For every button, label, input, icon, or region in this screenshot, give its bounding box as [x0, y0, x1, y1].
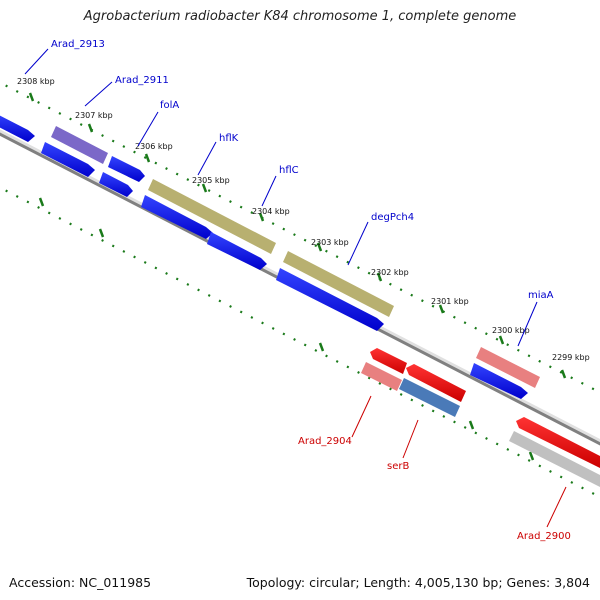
label-leaders — [24, 48, 567, 528]
gene-label-hflk[interactable]: hflK — [219, 133, 239, 144]
gene-label-arad-2911[interactable]: Arad_2911 — [115, 75, 169, 86]
gene-arrow[interactable] — [516, 417, 600, 468]
gene-labels: Arad_2913 Arad_2911 folA hflK hflC degPc… — [51, 39, 571, 542]
map-title: Agrobacterium radiobacter K84 chromosome… — [83, 9, 517, 24]
gene-bar[interactable] — [476, 347, 540, 388]
gene-arrow[interactable] — [141, 195, 213, 239]
tick-label: 2303 kbp — [311, 238, 349, 247]
gene-bar[interactable] — [283, 251, 394, 317]
gene-arrow[interactable] — [0, 113, 35, 142]
gene-label-serb[interactable]: serB — [387, 461, 409, 472]
major-ticks — [28, 92, 567, 461]
inner-dotted-track — [0, 186, 600, 498]
gene-arrow[interactable] — [207, 232, 267, 270]
gene-label-hflc[interactable]: hflC — [279, 165, 299, 176]
gene-label-arad-2900[interactable]: Arad_2900 — [517, 531, 571, 542]
tick-label: 2304 kbp — [252, 207, 290, 216]
tick-label: 2308 kbp — [17, 77, 55, 86]
gene-bar[interactable] — [399, 378, 460, 417]
gene-arrow[interactable] — [108, 156, 145, 182]
gene-label-arad-2904[interactable]: Arad_2904 — [298, 436, 352, 447]
tick-labels: 2308 kbp 2307 kbp 2306 kbp 2305 kbp 2304… — [17, 77, 590, 362]
tick-label: 2302 kbp — [371, 268, 409, 277]
tick-label: 2307 kbp — [75, 111, 113, 120]
gene-arrow[interactable] — [406, 364, 466, 402]
gene-arrow[interactable] — [99, 172, 133, 197]
gene-label-fola[interactable]: folA — [160, 100, 179, 111]
tick-label: 2301 kbp — [431, 297, 469, 306]
accession-text: Accession: NC_011985 — [9, 575, 152, 590]
gene-bar[interactable] — [361, 362, 402, 391]
tick-label: 2305 kbp — [192, 176, 230, 185]
gene-label-arad-2913[interactable]: Arad_2913 — [51, 39, 105, 50]
topology-text: Topology: circular; Length: 4,005,130 bp… — [246, 575, 590, 590]
gene-label-degpch4[interactable]: degPch4 — [371, 212, 414, 223]
gene-bar[interactable] — [509, 431, 600, 487]
gene-bar[interactable] — [51, 126, 108, 164]
gene-arrow[interactable] — [370, 348, 407, 374]
forward-strand-genes — [0, 113, 540, 399]
tick-label: 2300 kbp — [492, 326, 530, 335]
tick-label: 2306 kbp — [135, 142, 173, 151]
gene-arrow[interactable] — [41, 142, 95, 177]
gene-bar[interactable] — [148, 179, 276, 254]
tick-label: 2299 kbp — [552, 353, 590, 362]
reverse-strand-genes — [361, 348, 600, 487]
gene-arrow[interactable] — [470, 363, 528, 399]
gene-label-miaa[interactable]: miaA — [528, 290, 554, 301]
gene-arrow[interactable] — [276, 268, 384, 331]
